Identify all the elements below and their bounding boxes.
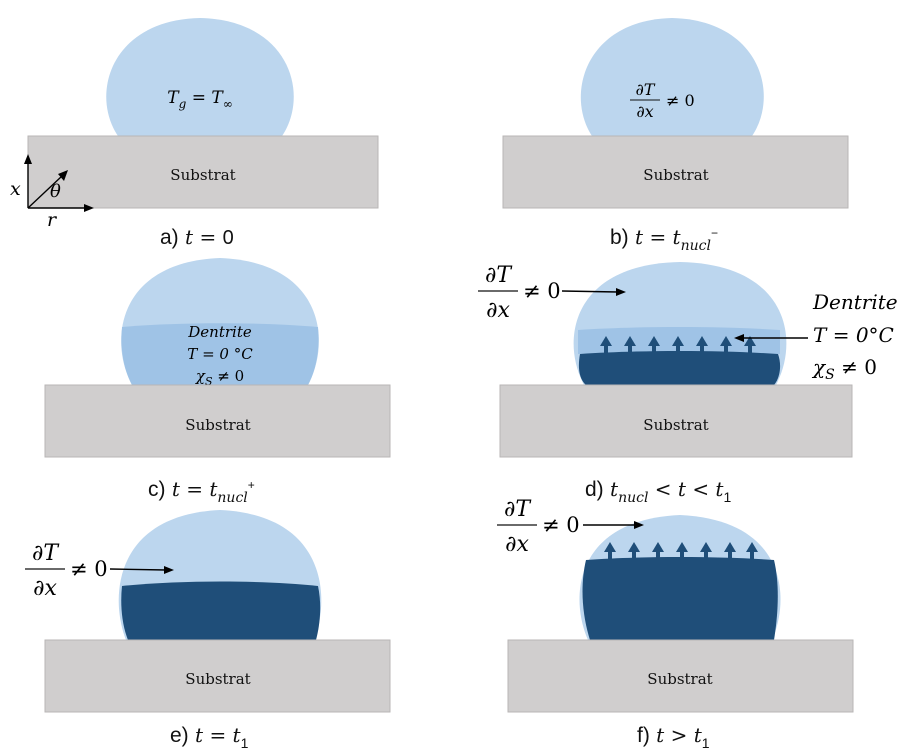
- caption-e: e) t = t1: [170, 723, 249, 749]
- panel-d: ∂T ∂x ≠ 0 Dentrite T = 0°C χS ≠ 0 Substr…: [478, 262, 898, 506]
- solid-fraction-label: χS ≠ 0: [811, 355, 877, 383]
- svg-text:≠ 0: ≠ 0: [70, 557, 108, 581]
- svg-text:∂T: ∂T: [32, 541, 60, 566]
- panel-c: Dentrite T = 0 °C χS ≠ 0 Substrat c) t =…: [45, 258, 390, 506]
- svg-text:∂x: ∂x: [33, 576, 57, 601]
- substrate-label: Substrat: [185, 670, 250, 688]
- temperature-label: T = 0°C: [813, 323, 894, 347]
- solid-ice-layer: [583, 557, 778, 640]
- axis-theta-label: θ: [50, 181, 61, 202]
- substrate-label: Substrat: [643, 416, 708, 434]
- panel-b: ∂T ∂x ≠ 0 Substrat b) t = tnucl−: [503, 18, 848, 254]
- svg-text:∂T: ∂T: [504, 497, 532, 522]
- panel-a: Tg = T∞ Substrat x θ r a) t = 0: [10, 18, 378, 249]
- solid-ice-layer: [121, 582, 320, 641]
- caption-b: b) t = tnucl−: [610, 225, 718, 254]
- temperature-label: T = 0 °C: [187, 345, 253, 363]
- svg-text:≠ 0: ≠ 0: [523, 279, 561, 303]
- substrate-label: Substrat: [647, 670, 712, 688]
- svg-text:∂x: ∂x: [636, 102, 653, 121]
- panel-f: ∂T ∂x ≠ 0 Substrat f) t > t1: [497, 497, 853, 749]
- caption-c: c) t = tnucl+: [148, 477, 255, 506]
- caption-d: d) tnucl < t < t1: [585, 477, 731, 506]
- svg-text:∂T: ∂T: [636, 80, 656, 99]
- panel-e: ∂T ∂x ≠ 0 Substrat e) t = t1: [25, 510, 390, 749]
- svg-text:∂x: ∂x: [486, 298, 510, 323]
- axis-r-label: r: [47, 209, 58, 231]
- substrate-label: Substrat: [185, 416, 250, 434]
- droplet: [581, 18, 764, 136]
- substrate-label: Substrat: [643, 166, 708, 184]
- svg-text:≠ 0: ≠ 0: [666, 91, 695, 110]
- axis-x-label: x: [10, 178, 21, 200]
- dendrite-label: Dentrite: [812, 290, 898, 314]
- solid-ice-layer: [579, 351, 780, 385]
- caption-f: f) t > t1: [637, 723, 710, 749]
- droplet: [106, 18, 294, 136]
- svg-text:∂x: ∂x: [505, 532, 529, 557]
- svg-text:∂T: ∂T: [485, 263, 513, 288]
- substrate-label: Substrat: [170, 166, 235, 184]
- svg-text:≠ 0: ≠ 0: [542, 513, 580, 537]
- dendrite-label: Dentrite: [187, 323, 252, 341]
- caption-a: a) t = 0: [160, 225, 234, 249]
